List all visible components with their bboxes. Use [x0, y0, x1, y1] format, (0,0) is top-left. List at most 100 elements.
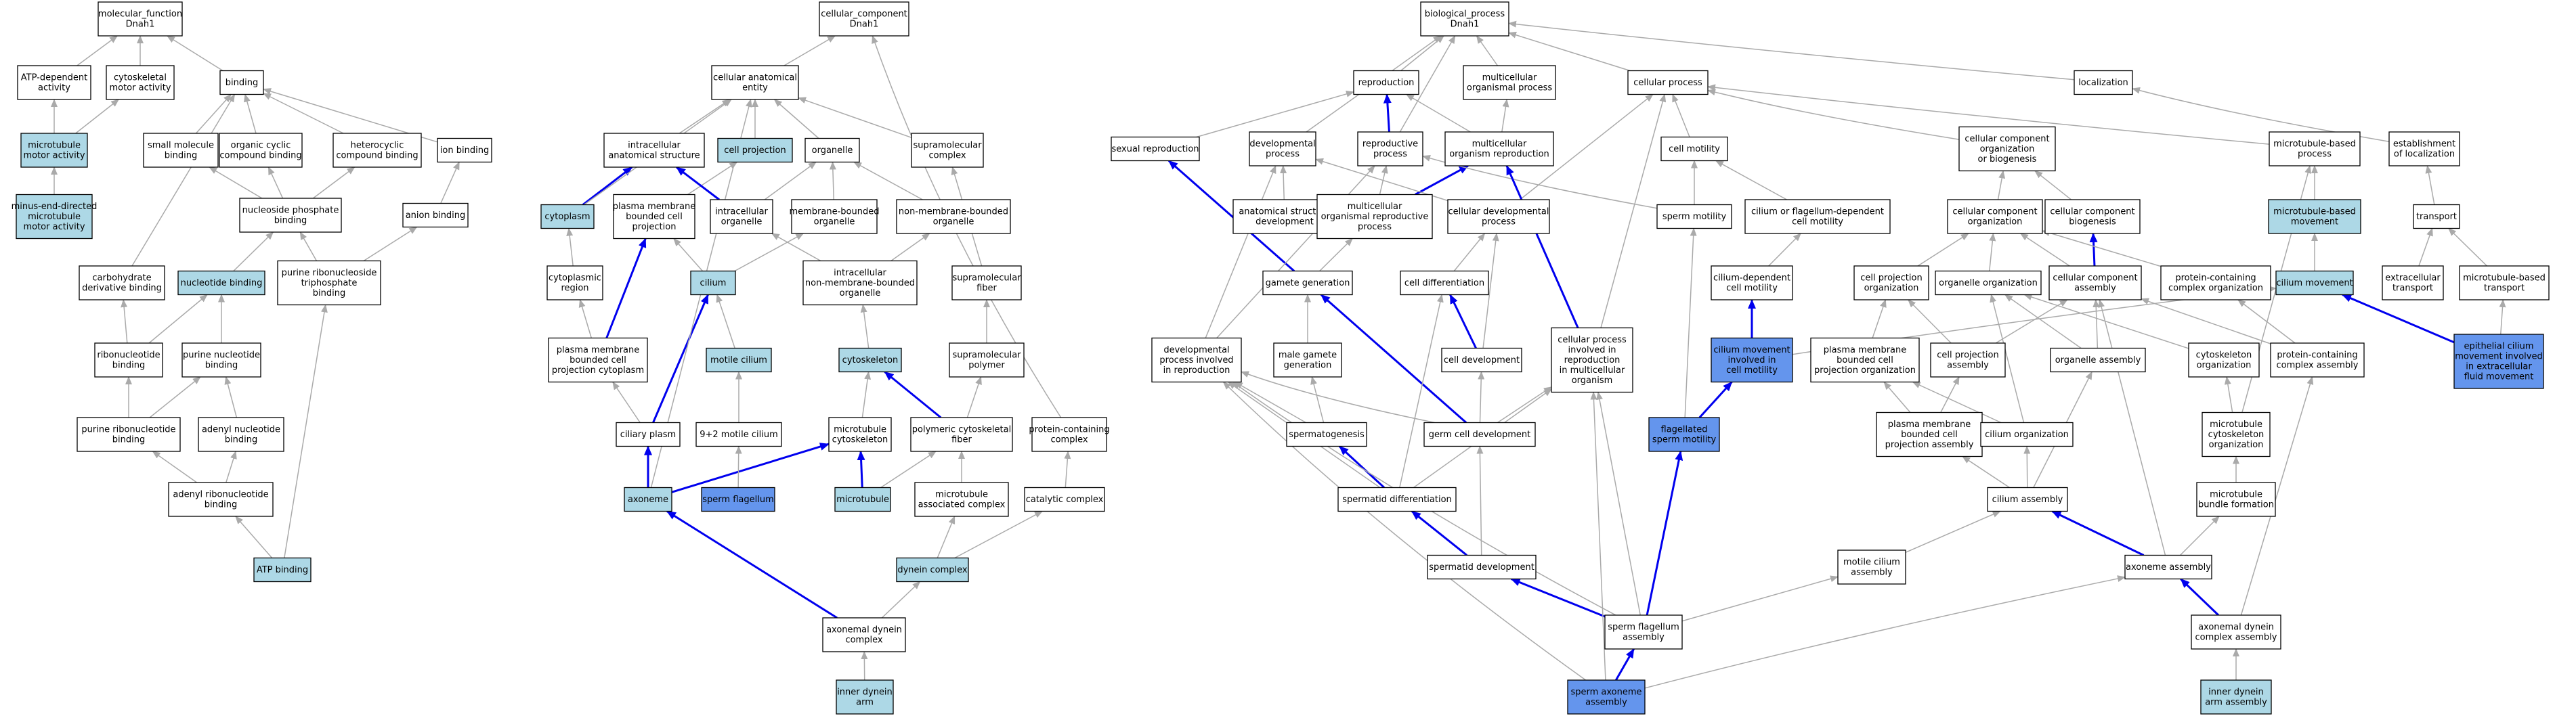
node-spermatiddev[interactable]: spermatid development [1427, 554, 1537, 580]
node-nucleotide[interactable]: nucleotide binding [177, 270, 265, 296]
node-catcomplex[interactable]: catalytic complex [1024, 487, 1105, 512]
node-reproduction[interactable]: reproduction [1353, 70, 1419, 95]
node-celldiff[interactable]: cell differentiation [1400, 270, 1489, 296]
node-intranonmemb[interactable]: intracellularnon-membrane-boundedorganel… [802, 260, 918, 306]
node-axassembly[interactable]: axoneme assembly [2124, 554, 2212, 580]
node-spermflag[interactable]: sperm flagellum [701, 487, 775, 512]
node-localization[interactable]: localization [2074, 70, 2133, 95]
node-cellmotility[interactable]: cell motility [1660, 136, 1728, 162]
node-ciliummove[interactable]: cilium movement [2275, 270, 2354, 296]
node-celldev[interactable]: cell development [1441, 347, 1522, 373]
node-axoneme[interactable]: axoneme [624, 487, 672, 512]
node-cytoplasm[interactable]: cytoplasm [540, 204, 595, 229]
node-germdev[interactable]: germ cell development [1423, 422, 1536, 447]
node-spermatogenesis[interactable]: spermatogenesis [1286, 422, 1367, 447]
node-nine2[interactable]: 9+2 motile cilium [695, 422, 782, 447]
node-cellproj[interactable]: cell projection [717, 137, 793, 163]
node-dynein[interactable]: dynein complex [896, 557, 969, 583]
node-ciliumorg[interactable]: cilium organization [1980, 422, 2074, 447]
node-cellproc[interactable]: cellular process [1627, 70, 1709, 95]
node-binding[interactable]: binding [219, 70, 264, 95]
node-motilecilium[interactable]: motile cilium [706, 347, 772, 373]
node-sexrepro[interactable]: sexual reproduction [1111, 136, 1200, 162]
node-cytoskeleton[interactable]: cytoskeleton [838, 347, 902, 373]
node-ciliaryplasm[interactable]: ciliary plasm [616, 422, 681, 447]
node-orgassembly[interactable]: organelle assembly [2050, 347, 2146, 373]
node-transport[interactable]: transport [2413, 204, 2460, 229]
node-ciliumassembly[interactable]: cilium assembly [1987, 487, 2068, 512]
node-organelle[interactable]: organelle [804, 137, 860, 163]
node-cilium[interactable]: cilium [690, 270, 736, 296]
node-spermatiddiff[interactable]: spermatid differentiation [1337, 487, 1457, 512]
node-spermmot[interactable]: sperm motility [1656, 204, 1732, 229]
node-anionb[interactable]: anion binding [402, 202, 469, 228]
node-microtubule[interactable]: microtubule [834, 487, 891, 512]
